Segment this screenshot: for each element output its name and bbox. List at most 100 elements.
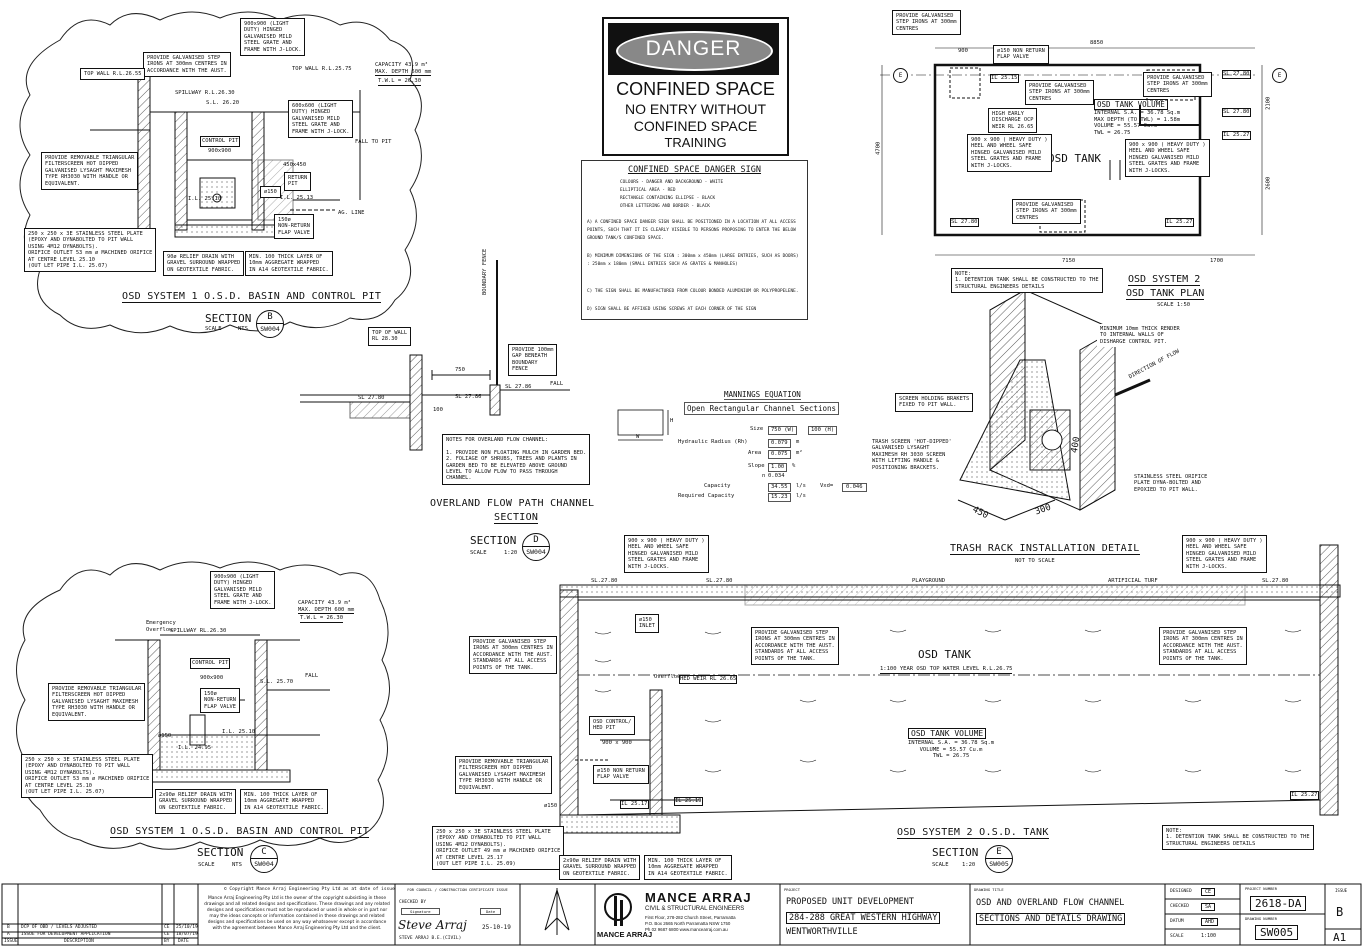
spec-b: B) MINIMUM DIMENSIONS OF THE SIGN : 300m… (587, 254, 799, 267)
mannings-row-label: Area (748, 450, 762, 456)
drawing-title-2: SECTIONS AND DETAILS DRAWING (976, 913, 1126, 925)
danger-line-1: CONFINED SPACE (616, 79, 775, 99)
danger-line-4: TRAINING (664, 135, 727, 150)
osd1-bottom-scale-value: NTS (232, 862, 242, 868)
osd1-top-grate-note: 900x900 (LIGHT DUTY) HINGED GALVANISED M… (240, 18, 306, 57)
osd2-plan-il-d: IL 25.27 (1222, 131, 1251, 140)
osd1-bottom-emergency: Emergency Overflow (146, 620, 176, 633)
osd1-top-filterscreen: PROVIDE REMOVABLE TRIANGULAR FILTERSCREE… (41, 152, 139, 191)
rev-header-issue: ISSUE (4, 939, 18, 944)
osd1-bottom-twl: T.W.L = 26.30 (300, 615, 344, 623)
trash-rack-render: MINIMUM 10mm THICK RENDER TO INTERNAL WA… (1097, 324, 1183, 348)
mannings-row-a: 34.55 (768, 483, 791, 492)
osd2-section-relief: 2x90ø RELIEF DRAIN WITH GRAVEL SURROUND … (559, 855, 641, 881)
osd1-bottom-section-bubble: C SW004 (250, 845, 278, 873)
osd1-bottom-flap: 150ø NON-RETURN FLAP VALVE (200, 688, 240, 714)
osd2-section-sl2: SL.27.80 (706, 578, 733, 584)
osd1-bottom-plate: 250 x 250 x 3E STAINLESS STEEL PLATE (EP… (21, 754, 154, 799)
logo-text: MANCE ARRAJ (597, 930, 653, 939)
osd2-plan-title-2: OSD TANK PLAN (1126, 288, 1205, 300)
osd2-section-overflow: Overflow (654, 674, 681, 680)
osd2-plan-step-right: PROVIDE GALVANISED STEP IRONS AT 300mm C… (1143, 72, 1212, 98)
osd1-top-section-word: SECTION (205, 312, 252, 325)
trash-rack-brackets: SCREEN HOLDING BRAKETS FIXED TO PIT WALL… (895, 393, 974, 412)
overland-scale-label: SCALE (470, 550, 487, 556)
osd2-section-hed-weir: HED WEIR RL 26.65 (679, 675, 738, 684)
rev-header-by: BY (164, 939, 170, 944)
signature: Steve Arraj (398, 918, 467, 932)
mannings-row-a: 0.034 (768, 473, 785, 479)
osd2-section-section-word: SECTION (932, 846, 979, 859)
overland-dim-100: 100 (433, 407, 443, 413)
osd2-plan-step-bottom: PROVIDE GALVANISED STEP IRONS AT 300mm C… (1012, 199, 1081, 225)
trash-rack-scale: NOT TO SCALE (1015, 558, 1055, 564)
rev-issue: A (7, 932, 10, 937)
osd1-bottom-pipe: ø150 (158, 733, 172, 739)
signer: STEVE ARRAJ B.E.(CIVIL) (399, 936, 462, 941)
danger-line-3: CONFINED SPACE (633, 118, 758, 134)
mannings-h-label: H (670, 418, 674, 424)
osd1-top-pit-size: 900x900 (208, 148, 232, 154)
osd2-plan-grate-left: 900 x 900 ( HEAVY DUTY ) HEEL AND WHEEL … (967, 134, 1052, 173)
company-logo-graphic (604, 893, 632, 926)
osd2-plan-marker-right-letter: E (1277, 72, 1282, 79)
osd2-section-vol-title: OSD TANK VOLUME (908, 728, 987, 739)
osd2-section-scale-value: 1:20 (962, 862, 976, 868)
osd2-section-playground: PLAYGROUND (912, 578, 946, 584)
osd1-top-ag-line: AG. LINE (338, 210, 365, 216)
signature-label: Signature (401, 908, 440, 915)
drawing-number: SW005 (1255, 925, 1299, 940)
osd1-top-fall-to-pit: FALL TO PIT (355, 139, 392, 145)
osd2-section-il2: IL 25.19 (674, 797, 703, 806)
osd1-bottom-section-sheet: SW004 (254, 860, 274, 868)
overland-section-sheet: SW004 (526, 548, 546, 556)
overland-top-wall: TOP OF WALL RL 28.30 (368, 327, 412, 346)
osd1-bottom-scale-label: SCALE (198, 862, 215, 868)
scale-label: SCALE (1170, 934, 1184, 939)
osd1-top-twl: T.W.L = 26.30 (378, 78, 422, 86)
project-number-label: PROJECT NUMBER (1245, 886, 1278, 891)
danger-line-2: NO ENTRY WITHOUT (624, 101, 767, 117)
osd1-top-flap: 150ø NON-RETURN FLAP VALVE (274, 214, 314, 240)
osd2-plan-dim-900: 900 (958, 48, 968, 54)
osd2-section-pipe: ø150 (544, 803, 558, 809)
osd1-bottom-pit-size: 900x900 (200, 675, 224, 681)
copyright-title: © Copyright Mance Arraj Engineering Pty … (224, 887, 395, 892)
osd2-plan-marker-right: E (1272, 68, 1287, 83)
osd2-section-note: NOTE: 1. DETENTION TANK SHALL BE CONSTRU… (1162, 825, 1314, 851)
osd2-plan-il-e: SL 27.80 (950, 218, 979, 227)
osd1-top-il-pit: I.L. 25.10 (188, 196, 222, 202)
osd1-top-grate2-note: 600x600 (LIGHT DUTY) HINGED GALVANISED M… (288, 100, 354, 139)
spec-c: C) THE SIGN SHALL BE MANUFACTURED FROM C… (587, 289, 799, 294)
company-name: MANCE ARRAJ (645, 890, 752, 905)
osd1-top-sl: S.L. 26.20 (206, 100, 240, 106)
osd2-plan-il-c: SL 27.80 (1222, 108, 1251, 117)
osd1-bottom-relief: 2x90ø RELIEF DRAIN WITH GRAVEL SURROUND … (155, 789, 237, 815)
osd2-section-flap: ø150 NON RETURN FLAP VALVE (593, 765, 649, 784)
osd1-bottom-capacity: CAPACITY 43.9 m³ MAX. DEPTH 600 mm (298, 600, 355, 614)
osd1-bottom-il2: I.L. 24.95 (178, 745, 212, 751)
osd2-plan-vol-title: OSD TANK VOLUME (1094, 99, 1168, 110)
danger-sign: DANGER CONFINED SPACE NO ENTRY WITHOUT C… (602, 17, 789, 156)
osd2-tank-section-drawing (559, 544, 1341, 834)
osd2-plan-grate-right: 900 x 900 ( HEAVY DUTY ) HEEL AND WHEEL … (1125, 139, 1210, 178)
osd2-section-tank-label: OSD TANK (918, 648, 971, 661)
mannings-row-a: 1.00 (768, 463, 788, 472)
osd2-section-vol-text: INTERNAL S.A. = 36.78 Sq.m VOLUME = 55.5… (908, 740, 995, 759)
mannings-row-b: m (796, 439, 800, 445)
osd2-plan-il-a: IL 25.15 (990, 74, 1019, 83)
osd1-top-section-sheet: SW004 (260, 325, 280, 333)
rev-by: CE (164, 932, 170, 937)
osd2-section-scale-label: SCALE (932, 862, 949, 868)
osd1-top-section-letter: B (257, 311, 283, 324)
osd2-plan-dim-1700: 1700 (1210, 258, 1224, 264)
mannings-subtitle: Open Rectangular Channel Sections (684, 402, 840, 415)
trash-rack-orifice: STAINLESS STEEL ORIFICE PLATE DYNA-BOLTE… (1131, 472, 1211, 496)
osd1-bottom-title: OSD SYSTEM 1 O.S.D. BASIN AND CONTROL PI… (110, 826, 370, 838)
title-block-frame (1, 883, 1362, 946)
osd1-top-title: OSD SYSTEM 1 O.S.D. BASIN AND CONTROL PI… (122, 291, 382, 303)
company-address: First Floor, 278-282 Church Street, Parr… (645, 915, 736, 932)
osd2-plan-dim-2600: 2600 (1265, 176, 1272, 190)
rev-desc: ISSUE FOR DEVELOPMENT APPLICATION (21, 932, 111, 937)
mannings-vxd-label: Vxd= (820, 483, 834, 489)
